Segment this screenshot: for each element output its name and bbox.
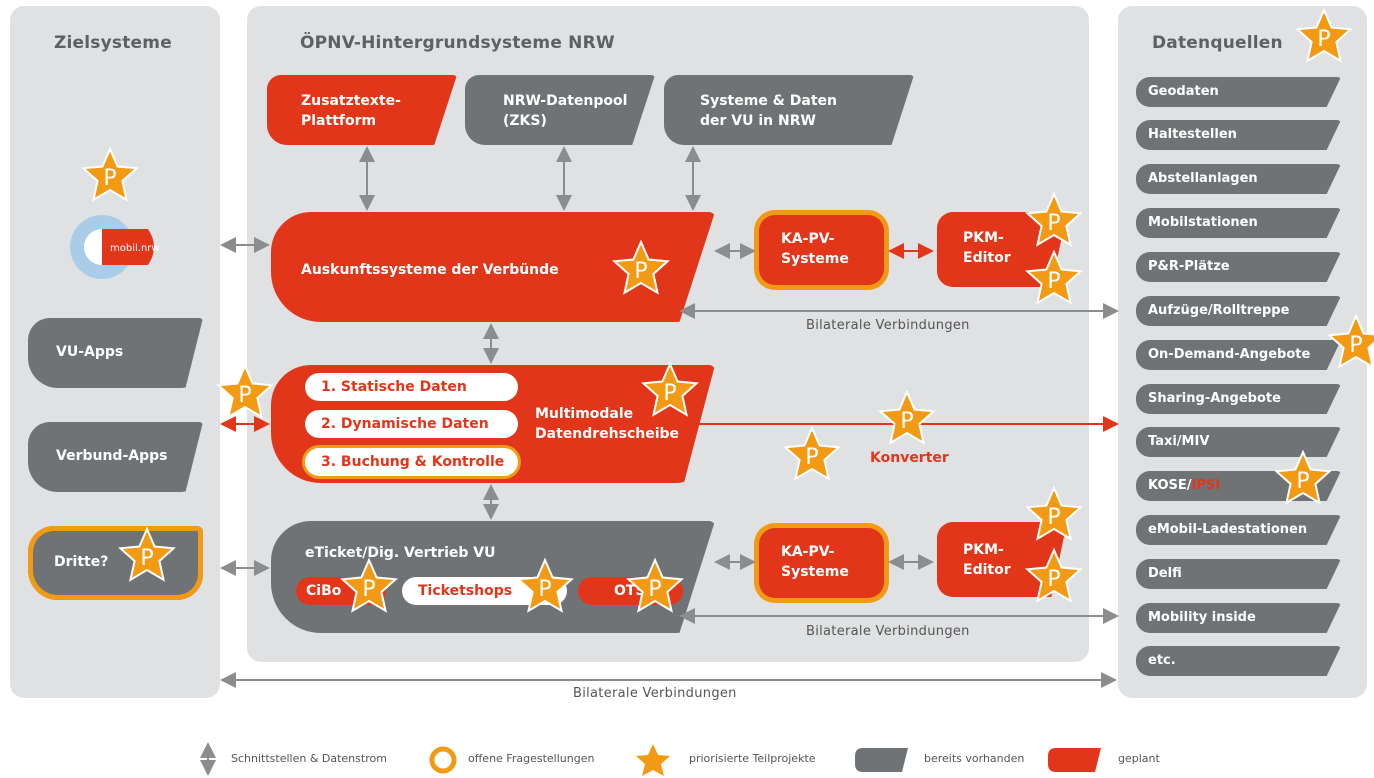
ds-item-on-demand[interactable]: On-Demand-Angebote — [1136, 340, 1341, 370]
vu-apps-label: VU-Apps — [56, 344, 124, 360]
zusatztexte-label: Zusatztexte- Plattform — [301, 93, 401, 129]
cibo-box[interactable]: CiBo — [296, 577, 386, 605]
pkm-box-1[interactable]: PKM- Editor — [937, 212, 1067, 287]
auskunft-label: Auskunftssysteme der Verbünde — [301, 262, 559, 278]
ds-item-taxi[interactable]: Taxi/MIV — [1136, 427, 1341, 457]
legend-gray-icon — [855, 748, 908, 772]
ds-item-geodaten[interactable]: Geodaten — [1136, 77, 1341, 107]
ds-item-mobilstationen[interactable]: Mobilstationen — [1136, 208, 1341, 238]
ipsi-label: IPSI — [1191, 478, 1221, 493]
pkm-label-2: PKM- Editor — [963, 542, 1011, 578]
kapv-label-1: KA-PV- Systeme — [781, 231, 849, 267]
ds-item-aufzuege[interactable]: Aufzüge/Rolltreppe — [1136, 296, 1341, 326]
vu-apps-box[interactable]: VU-Apps — [28, 318, 203, 388]
legend-red-icon — [1048, 748, 1101, 772]
legend-schnittstellen: Schnittstellen & Datenstrom — [231, 752, 387, 765]
legend-priorisiert: priorisierte Teilprojekte — [689, 752, 816, 765]
dritte-label: Dritte? — [54, 554, 109, 570]
ds-item-emobil[interactable]: eMobil-Ladestationen — [1136, 515, 1341, 545]
ds-item-haltestellen[interactable]: Haltestellen — [1136, 120, 1341, 150]
zusatztexte-box[interactable]: Zusatztexte- Plattform — [267, 75, 457, 145]
kapv-box-2[interactable]: KA-PV- Systeme — [759, 528, 884, 598]
kapv-box-1[interactable]: KA-PV- Systeme — [759, 215, 884, 285]
dritte-box[interactable]: Dritte? — [28, 526, 203, 600]
kose-label: KOSE/ — [1148, 478, 1192, 493]
zielsysteme-title: Zielsysteme — [54, 33, 172, 53]
statische-daten[interactable]: 1. Statische Daten — [305, 373, 518, 401]
ds-item-sharing[interactable]: Sharing-Angebote — [1136, 384, 1341, 414]
hintergrund-title: ÖPNV-Hintergrundsysteme NRW — [300, 33, 615, 53]
legend-vorhanden: bereits vorhanden — [924, 752, 1025, 765]
auskunft-box[interactable]: Auskunftssysteme der Verbünde — [271, 212, 715, 322]
legend-offene: offene Fragestellungen — [468, 752, 595, 765]
pkm-box-2[interactable]: PKM- Editor — [937, 522, 1067, 597]
ds-item-etc[interactable]: etc. — [1136, 646, 1341, 676]
legend-geplant: geplant — [1118, 752, 1160, 765]
konverter-label: Konverter — [870, 450, 949, 466]
ds-item-abstellanlagen[interactable]: Abstellanlagen — [1136, 164, 1341, 194]
datenpool-label: NRW-Datenpool (ZKS) — [503, 93, 628, 129]
dynamische-daten[interactable]: 2. Dynamische Daten — [305, 410, 518, 438]
ds-item-mobility-inside[interactable]: Mobility inside — [1136, 603, 1341, 633]
verbund-apps-box[interactable]: Verbund-Apps — [28, 422, 203, 492]
buchung-kontrolle[interactable]: 3. Buchung & Kontrolle — [305, 448, 518, 476]
ds-item-delfi[interactable]: Delfi — [1136, 559, 1341, 589]
datenquellen-title: Datenquellen — [1152, 33, 1283, 53]
verbund-apps-label: Verbund-Apps — [56, 448, 168, 464]
ds-item-kose[interactable]: KOSE/IPSI — [1136, 471, 1341, 501]
systeme-vu-box[interactable]: Systeme & Daten der VU in NRW — [664, 75, 914, 145]
kapv-label-2: KA-PV- Systeme — [781, 544, 849, 580]
ots-box[interactable]: OTS — [578, 577, 683, 605]
bilateral-label-2: Bilaterale Verbindungen — [806, 624, 970, 639]
mobil-nrw-logo[interactable]: mobil.nrw — [68, 210, 164, 284]
bilateral-label-1: Bilaterale Verbindungen — [806, 318, 970, 333]
mobil-nrw-text: mobil.nrw — [110, 243, 160, 254]
systeme-vu-label: Systeme & Daten der VU in NRW — [700, 93, 837, 129]
ticketshops-box[interactable]: Ticketshops — [402, 577, 567, 605]
legend-ring-icon — [429, 746, 457, 774]
legend-star-icon — [636, 744, 670, 776]
multimodal-label: Multimodale Datendrehscheibe — [535, 406, 680, 442]
ds-item-pr-plaetze[interactable]: P&R-Plätze — [1136, 252, 1341, 282]
pkm-label-1: PKM- Editor — [963, 230, 1011, 266]
datenpool-box[interactable]: NRW-Datenpool (ZKS) — [465, 75, 655, 145]
bilateral-label-3: Bilaterale Verbindungen — [573, 686, 737, 701]
eticket-label: eTicket/Dig. Vertrieb VU — [305, 545, 496, 561]
